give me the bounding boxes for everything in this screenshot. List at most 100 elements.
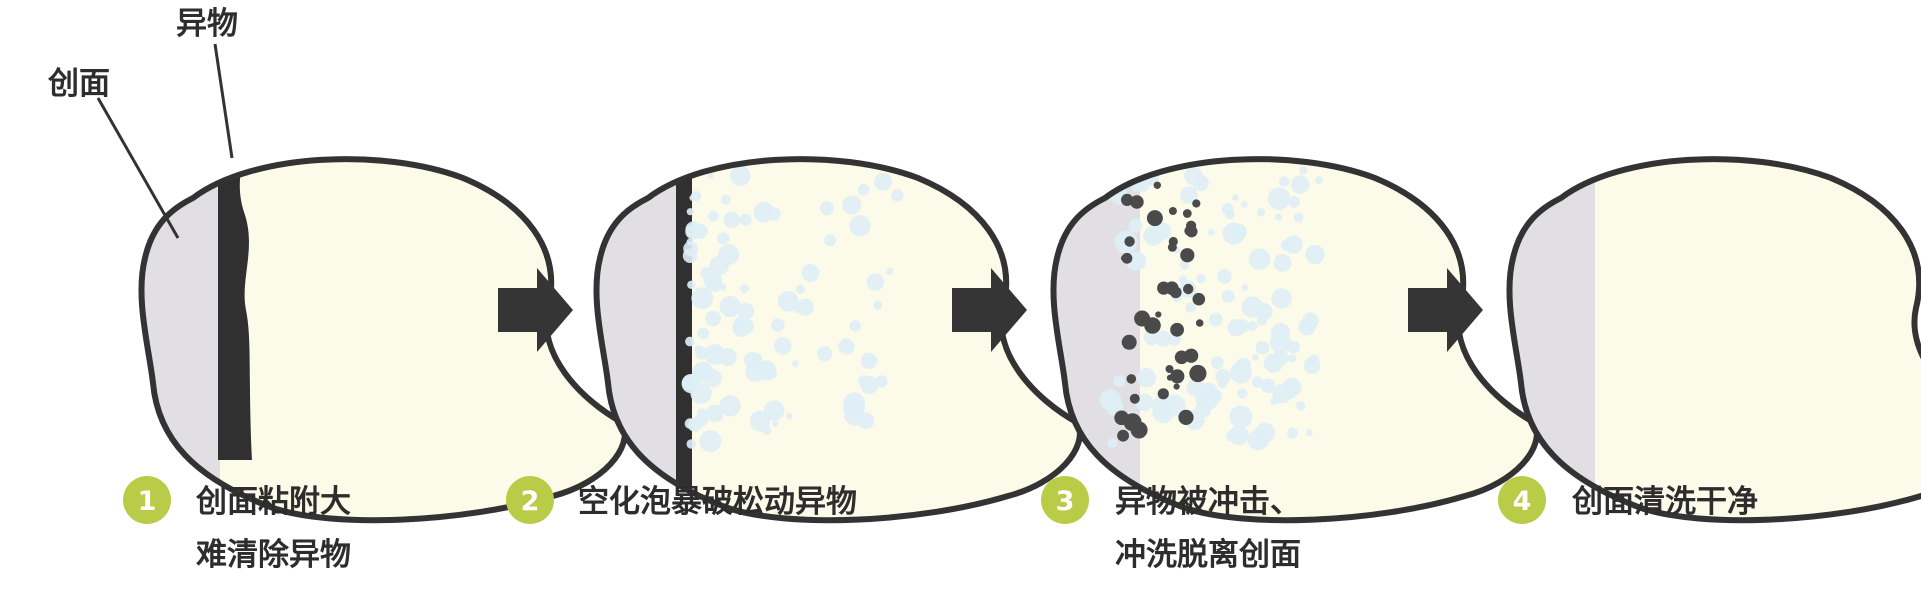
step-1-number: 1 (138, 486, 157, 517)
bubble (857, 412, 875, 430)
bubble (860, 375, 879, 394)
debris-particle (1165, 365, 1174, 373)
bubble (718, 347, 737, 367)
bubble (719, 295, 741, 318)
bubble (1270, 397, 1278, 405)
bubble (1247, 429, 1269, 451)
debris-particle (1114, 410, 1129, 426)
bubble (687, 417, 703, 432)
bubble (1272, 349, 1289, 366)
arrow-right-icon (1408, 268, 1483, 352)
bubble (690, 382, 712, 404)
bubble (1217, 269, 1232, 284)
bubble (866, 273, 885, 291)
bubble (843, 392, 866, 415)
flushing-bubbles (1099, 166, 1325, 451)
bubble (1260, 378, 1276, 394)
bubble (707, 210, 719, 222)
debris-particle (1170, 369, 1185, 384)
bubble (1136, 367, 1157, 388)
bubble (690, 190, 702, 202)
step-2-number: 2 (521, 486, 540, 517)
bubble (1280, 239, 1293, 252)
bubble (1269, 331, 1292, 354)
bubble (1185, 302, 1196, 313)
bubble (1267, 187, 1291, 211)
bubble (1298, 318, 1316, 336)
bubble (732, 319, 751, 338)
step-3-number: 3 (1056, 486, 1075, 517)
bubble (753, 201, 775, 223)
bubble (1288, 354, 1297, 363)
bubble (819, 201, 835, 216)
bubble (796, 298, 814, 316)
debris-particle (1146, 210, 1163, 227)
debris-particle (1180, 248, 1195, 263)
bubble (1293, 212, 1304, 223)
bubble (1179, 260, 1190, 270)
bubble (695, 346, 709, 360)
bubble (1113, 375, 1126, 388)
bubble (723, 211, 741, 229)
bubble (817, 346, 833, 362)
bubble (1252, 376, 1264, 388)
bubble (891, 189, 904, 202)
bubble (874, 172, 893, 191)
debris-particle (1192, 199, 1201, 208)
bubble (1248, 248, 1271, 270)
bubble (1209, 312, 1223, 327)
bubble (686, 238, 694, 246)
bubble (1308, 354, 1320, 366)
bubble (1251, 354, 1259, 361)
debris-particle (1121, 252, 1133, 264)
debris-particle (1157, 388, 1169, 400)
bubble (755, 360, 777, 381)
bubble (697, 327, 709, 340)
foreign-matter-label: 异物 (176, 6, 238, 42)
bubble (762, 425, 772, 435)
bubble (1271, 288, 1292, 309)
bubble (1107, 438, 1118, 449)
wound-surface-label: 创面 (47, 66, 110, 102)
bubble (849, 215, 871, 237)
bubble (1128, 218, 1143, 233)
bubble (706, 404, 724, 422)
step-1-caption-line-2: 难清除异物 (196, 537, 351, 573)
foreign-matter-leader-line (213, 43, 234, 159)
bubble (707, 173, 714, 180)
bubble (1315, 176, 1323, 185)
bubble (1295, 401, 1306, 411)
dislodged-debris (1114, 181, 1207, 442)
bubble (717, 232, 730, 245)
step-2-badge (506, 476, 554, 524)
bubble (1195, 387, 1219, 411)
bubble (1299, 166, 1308, 175)
foreign-matter-layer (218, 159, 252, 460)
debris-particle (1170, 286, 1182, 299)
bubble (801, 263, 820, 282)
debris-particle (1189, 364, 1207, 383)
debris-particle (1173, 383, 1180, 390)
bubble (1255, 340, 1270, 355)
bubble (705, 310, 722, 327)
bubble (1288, 196, 1300, 208)
bubble (686, 439, 697, 449)
bubble (1221, 289, 1235, 303)
bubble (1232, 194, 1239, 202)
bubble (857, 183, 870, 196)
arrow-right-icon (952, 268, 1027, 352)
bubble (719, 395, 741, 417)
bubble (1196, 273, 1206, 284)
debris-particle (1185, 225, 1198, 238)
bubble (737, 302, 755, 320)
debris-particle (1157, 281, 1171, 295)
bubble (1273, 253, 1292, 272)
bubble (777, 290, 799, 312)
bubble (1305, 244, 1325, 265)
bubble (739, 213, 752, 226)
bubble (691, 287, 714, 310)
arrow-right-icon (498, 268, 573, 352)
bubble (849, 320, 861, 332)
